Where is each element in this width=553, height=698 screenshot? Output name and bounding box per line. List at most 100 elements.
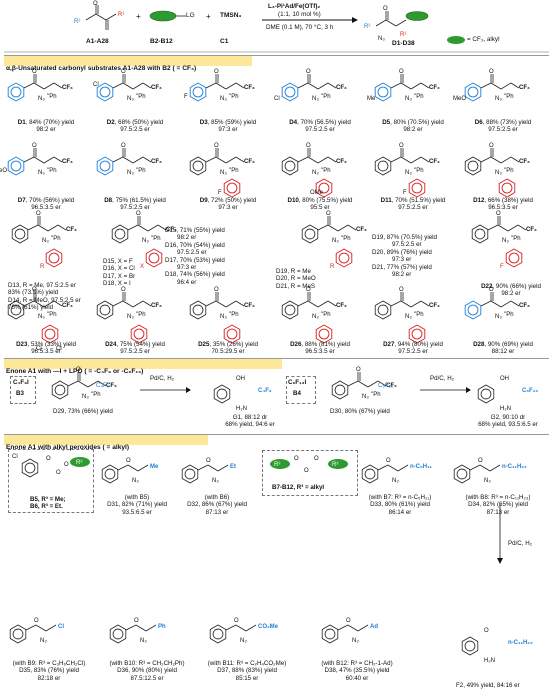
aryl-ring <box>301 224 319 244</box>
aromatic-circle <box>44 328 56 340</box>
b4-formula: C₆F₁₃I <box>288 379 307 386</box>
aromatic-circle <box>377 86 389 98</box>
svg-text:F: F <box>184 94 188 100</box>
aryl-ring-red <box>145 248 163 268</box>
svg-text:''Ph: ''Ph <box>229 312 239 318</box>
product-d-structure: O R² N₃ R¹ <box>364 6 429 42</box>
svg-text:O: O <box>56 470 61 476</box>
svg-text:O: O <box>356 367 361 373</box>
svg-text:N₃: N₃ <box>405 96 412 102</box>
pd-label-2: Pd/C, H₂ <box>430 375 455 382</box>
svg-text:O: O <box>32 287 37 293</box>
svg-text:OH: OH <box>500 376 509 382</box>
d38-label: (with B12: R³ = CH₂-1-Ad)D38, 47% (35.5%… <box>321 660 393 682</box>
aryl-ring <box>7 156 25 176</box>
svg-text:''Ph: ''Ph <box>511 236 521 242</box>
aryl-ring <box>9 624 27 644</box>
svg-text:N₃: N₃ <box>362 394 369 400</box>
svg-text:H₂N: H₂N <box>500 406 511 412</box>
svg-text:O: O <box>134 618 139 624</box>
svg-text:F: F <box>218 190 222 196</box>
d34-label: (with B8: R³ = n-C₁₁H₂₃)D34, 82% (65%) y… <box>465 494 531 516</box>
svg-text:''Ph: ''Ph <box>321 168 331 174</box>
svg-text:R¹: R¹ <box>118 12 124 18</box>
svg-text:OH: OH <box>236 376 245 382</box>
svg-text:CF₃: CF₃ <box>66 227 77 233</box>
svg-text:O: O <box>484 628 489 634</box>
svg-text:O: O <box>234 618 239 624</box>
aromatic-circle <box>192 160 204 172</box>
aryl-ring <box>96 82 114 102</box>
d13-er: D13, R = Me, 97.5:2.5 er <box>8 282 76 289</box>
d36-label: (with B10: R³ = CH₂CH₂Ph)D36, 90% (80%) … <box>109 660 185 682</box>
svg-text:MeO: MeO <box>0 168 7 174</box>
svg-text:Ad: Ad <box>370 624 378 630</box>
svg-text:R³: R³ <box>274 462 280 468</box>
svg-text:CF₃: CF₃ <box>429 159 440 165</box>
svg-text:N₃: N₃ <box>240 638 247 644</box>
svg-text:O: O <box>64 462 69 468</box>
svg-text:O: O <box>32 143 37 149</box>
svg-text:Et: Et <box>230 464 236 470</box>
svg-text:''Ph: ''Ph <box>51 236 61 242</box>
section-3-title: Enone A1 with alkyl peroxides ( = alkyl) <box>6 444 130 451</box>
svg-text:O: O <box>36 211 41 217</box>
svg-text:O: O <box>121 287 126 293</box>
svg-text:R³: R³ <box>76 460 82 466</box>
svg-text:N₃: N₃ <box>352 638 359 644</box>
svg-text:CF₃: CF₃ <box>244 303 255 309</box>
aromatic-circle <box>112 628 124 640</box>
aryl-ring <box>477 384 495 404</box>
section-2-band: Enone A1 with —I + LPO ( = -C₄F₉ or -C₆F… <box>4 358 549 375</box>
reagent-tmsn3: TMSN₃ <box>220 12 242 19</box>
aryl-ring <box>331 380 349 400</box>
b3-label: B3 <box>16 390 24 397</box>
svg-text:CF₃: CF₃ <box>336 303 347 309</box>
svg-text:O: O <box>489 287 494 293</box>
svg-text:CF₃: CF₃ <box>244 85 255 91</box>
svg-text:N₃: N₃ <box>127 314 134 320</box>
svg-text:N₃: N₃ <box>392 478 399 484</box>
svg-text:O: O <box>306 69 311 75</box>
aryl-ring <box>213 384 231 404</box>
aromatic-circle <box>10 160 22 172</box>
svg-text:''Ph: ''Ph <box>504 94 514 100</box>
label-d: D1-D38 <box>392 40 415 47</box>
aromatic-circle <box>338 252 350 264</box>
aryl-ring <box>51 380 69 400</box>
aromatic-circle <box>148 252 160 264</box>
catalyst-line-1: L₃-Pi¹Ad/Fe(OTf)₂ <box>268 3 321 10</box>
aryl-ring-red <box>498 178 516 198</box>
aromatic-circle <box>192 86 204 98</box>
svg-text:O: O <box>121 143 126 149</box>
c4f9-tag: C₄F₉ <box>96 382 110 389</box>
svg-text:Cl: Cl <box>56 346 62 352</box>
aromatic-circle <box>212 628 224 640</box>
aryl-ring <box>189 156 207 176</box>
svg-text:CF₃: CF₃ <box>151 159 162 165</box>
svg-text:O: O <box>383 6 388 12</box>
svg-text:O: O <box>489 143 494 149</box>
svg-text:N₃: N₃ <box>312 314 319 320</box>
svg-text:O: O <box>46 456 51 462</box>
svg-text:F: F <box>500 264 504 270</box>
pd-label-3: Pd/C, H₂ <box>508 540 533 547</box>
aryl-ring <box>7 300 25 320</box>
aryl-ring-red <box>505 248 523 268</box>
svg-text:CF₃: CF₃ <box>62 85 73 91</box>
svg-text:N₃: N₃ <box>495 96 502 102</box>
